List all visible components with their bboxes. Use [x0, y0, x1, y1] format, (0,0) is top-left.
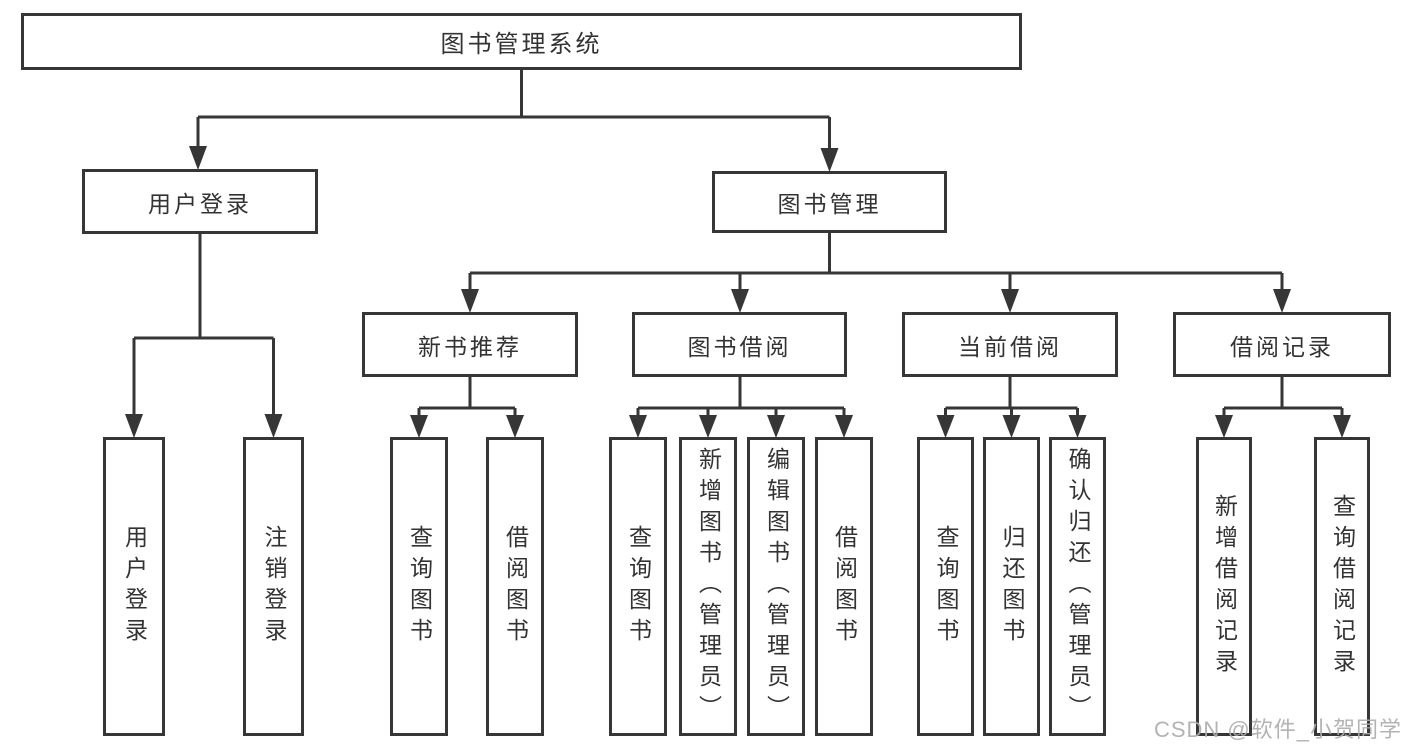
leaf-current-query-books: 查询图书	[917, 437, 974, 736]
node-label: 新书推荐	[418, 333, 522, 360]
leaf-borrowing-borrow-books: 借阅图书	[815, 437, 873, 736]
node-label: 注销登录	[261, 524, 287, 649]
node-label: 查询图书	[933, 524, 959, 649]
csdn-watermark: CSDN @软件_小贺同学	[1153, 717, 1402, 742]
leaf-recommend-query-books: 查询图书	[390, 437, 448, 736]
leaf-borrowing-query-books: 查询图书	[609, 437, 667, 736]
leaf-borrowing-edit-books-admin: 编辑图书（管理员）	[747, 437, 805, 736]
node-label: 借阅图书	[502, 524, 529, 649]
node-label: 当前借阅	[958, 333, 1062, 360]
leaf-logout: 注销登录	[243, 437, 304, 736]
node-label: 确认归还（管理员）	[1065, 447, 1091, 726]
node-book-management: 图书管理	[712, 171, 947, 233]
node-label: 借阅图书	[831, 524, 858, 649]
leaf-current-confirm-return-admin: 确认归还（管理员）	[1049, 437, 1106, 736]
node-borrowing-records: 借阅记录	[1173, 312, 1391, 377]
node-label: 图书管理系统	[440, 31, 603, 58]
node-label: 编辑图书（管理员）	[763, 447, 790, 726]
leaf-borrowing-add-books-admin: 新增图书（管理员）	[679, 437, 737, 736]
node-label: 借阅记录	[1230, 333, 1334, 360]
leaf-recommend-borrow-books: 借阅图书	[486, 437, 544, 736]
node-label: 新增借阅记录	[1211, 493, 1238, 680]
node-new-book-recommend: 新书推荐	[362, 312, 578, 377]
leaf-records-query-record: 查询借阅记录	[1314, 437, 1370, 736]
node-label: 新增图书（管理员）	[695, 447, 722, 726]
node-label: 归还图书	[999, 524, 1025, 649]
node-label: 用户登录	[148, 190, 252, 217]
node-current-borrowing: 当前借阅	[902, 312, 1118, 377]
node-label: 查询借阅记录	[1329, 493, 1356, 680]
node-label: 用户登录	[121, 524, 148, 649]
node-label: 查询图书	[406, 524, 433, 649]
node-label: 查询图书	[625, 524, 652, 649]
node-user-login: 用户登录	[82, 169, 318, 234]
leaf-user-login: 用户登录	[103, 437, 165, 736]
node-label: 图书借阅	[687, 333, 792, 360]
node-book-management-system: 图书管理系统	[21, 13, 1022, 70]
leaf-current-return-books: 归还图书	[983, 437, 1040, 736]
leaf-records-add-record: 新增借阅记录	[1196, 437, 1252, 736]
node-book-borrowing: 图书借阅	[632, 312, 847, 377]
node-label: 图书管理	[777, 191, 882, 217]
